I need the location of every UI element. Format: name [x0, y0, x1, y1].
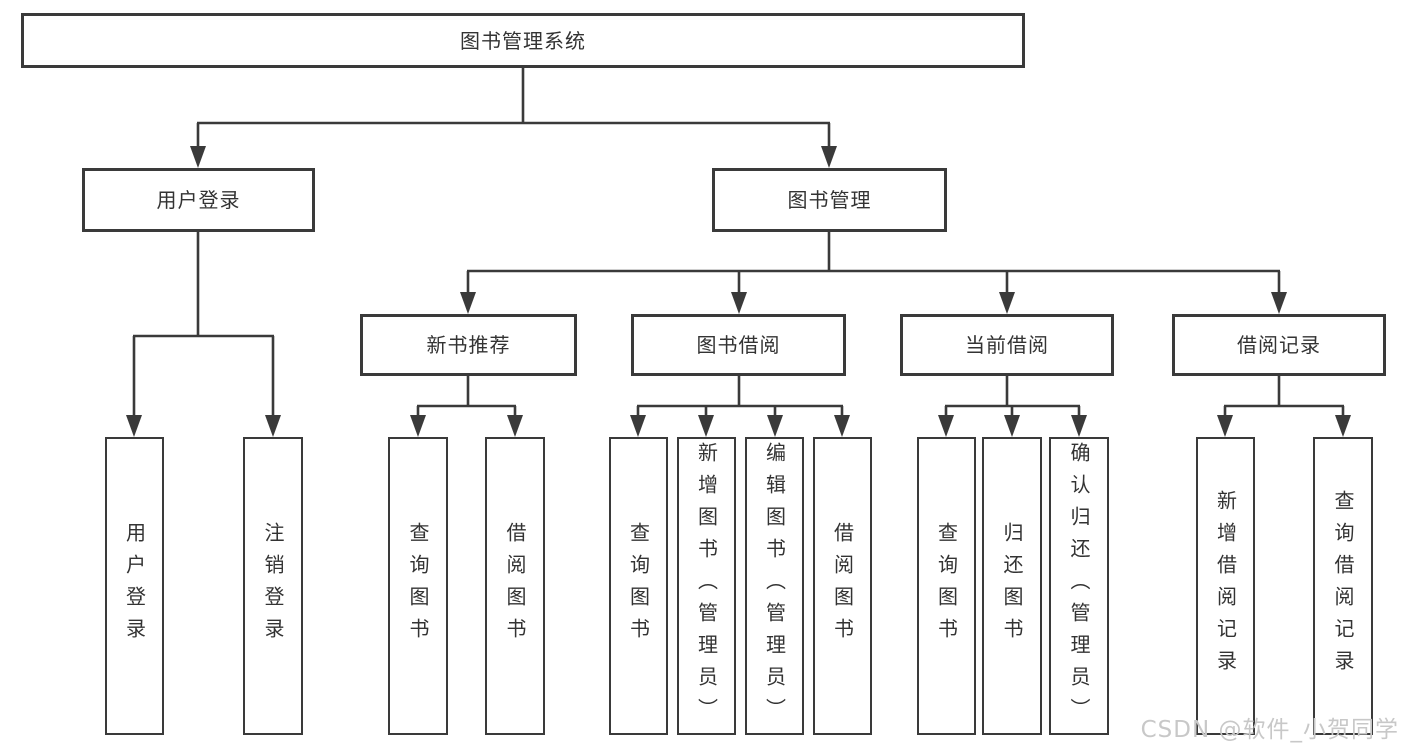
- leaf-recommend-borrow-book: 借阅图书: [485, 437, 545, 735]
- leaf-return-book: 归还图书: [982, 437, 1042, 735]
- leaf-borrow-book: 借阅图书: [813, 437, 872, 735]
- leaf-query-borrow-record: 查询借阅记录: [1313, 437, 1373, 735]
- leaf-return-book-label: 归还图书: [1000, 522, 1024, 650]
- leaf-edit-book-admin-label: 编辑图书（管理员）: [762, 442, 787, 730]
- node-user-login: 用户登录: [82, 168, 315, 232]
- user-login-branch-arrowheads: [126, 415, 281, 437]
- leaf-logout: 注销登录: [243, 437, 303, 735]
- node-book-borrow-label: 图书借阅: [696, 333, 781, 357]
- level2-arrowheads: [190, 146, 837, 168]
- leaf-logout-label: 注销登录: [261, 522, 285, 650]
- node-current-borrow: 当前借阅: [900, 314, 1114, 376]
- leaf-confirm-return-admin: 确认归还（管理员）: [1049, 437, 1109, 735]
- node-root-system: 图书管理系统: [21, 13, 1025, 68]
- node-new-book-recommend: 新书推荐: [360, 314, 577, 376]
- csdn-watermark: CSDN @软件_小贺同学: [1140, 717, 1399, 743]
- node-root-system-label: 图书管理系统: [460, 28, 586, 53]
- node-user-login-label: 用户登录: [156, 188, 241, 212]
- node-borrow-record: 借阅记录: [1172, 314, 1386, 376]
- level4-connectors: [416, 374, 1345, 419]
- leaf-current-query-book-label: 查询图书: [934, 522, 959, 650]
- level3-arrowheads: [460, 292, 1287, 314]
- node-book-borrow: 图书借阅: [631, 314, 846, 376]
- level4-arrowheads: [410, 415, 1351, 437]
- leaf-borrow-query-book-label: 查询图书: [626, 522, 651, 650]
- leaf-current-query-book: 查询图书: [917, 437, 976, 735]
- leaf-recommend-borrow-book-label: 借阅图书: [503, 522, 527, 650]
- leaf-confirm-return-admin-label: 确认归还（管理员）: [1067, 442, 1091, 730]
- leaf-edit-book-admin: 编辑图书（管理员）: [745, 437, 804, 735]
- leaf-borrow-book-label: 借阅图书: [830, 522, 855, 650]
- node-current-borrow-label: 当前借阅: [965, 333, 1049, 357]
- node-new-book-recommend-label: 新书推荐: [426, 333, 511, 357]
- node-book-management-label: 图书管理: [787, 188, 872, 212]
- leaf-recommend-query-book: 查询图书: [388, 437, 448, 735]
- leaf-add-borrow-record: 新增借阅记录: [1196, 437, 1255, 735]
- leaf-add-book-admin-label: 新增图书（管理员）: [694, 442, 719, 730]
- leaf-add-book-admin: 新增图书（管理员）: [677, 437, 736, 735]
- level2-connectors: [196, 66, 831, 150]
- leaf-query-borrow-record-label: 查询借阅记录: [1331, 490, 1355, 682]
- leaf-recommend-query-book-label: 查询图书: [406, 522, 430, 650]
- leaf-add-borrow-record-label: 新增借阅记录: [1213, 490, 1238, 682]
- leaf-borrow-query-book: 查询图书: [609, 437, 668, 735]
- user-login-branch-connectors: [132, 230, 275, 419]
- node-borrow-record-label: 借阅记录: [1237, 333, 1321, 357]
- leaf-user-login: 用户登录: [105, 437, 164, 735]
- level3-connectors: [466, 230, 1281, 296]
- node-book-management: 图书管理: [712, 168, 947, 232]
- leaf-user-login-label: 用户登录: [122, 522, 147, 650]
